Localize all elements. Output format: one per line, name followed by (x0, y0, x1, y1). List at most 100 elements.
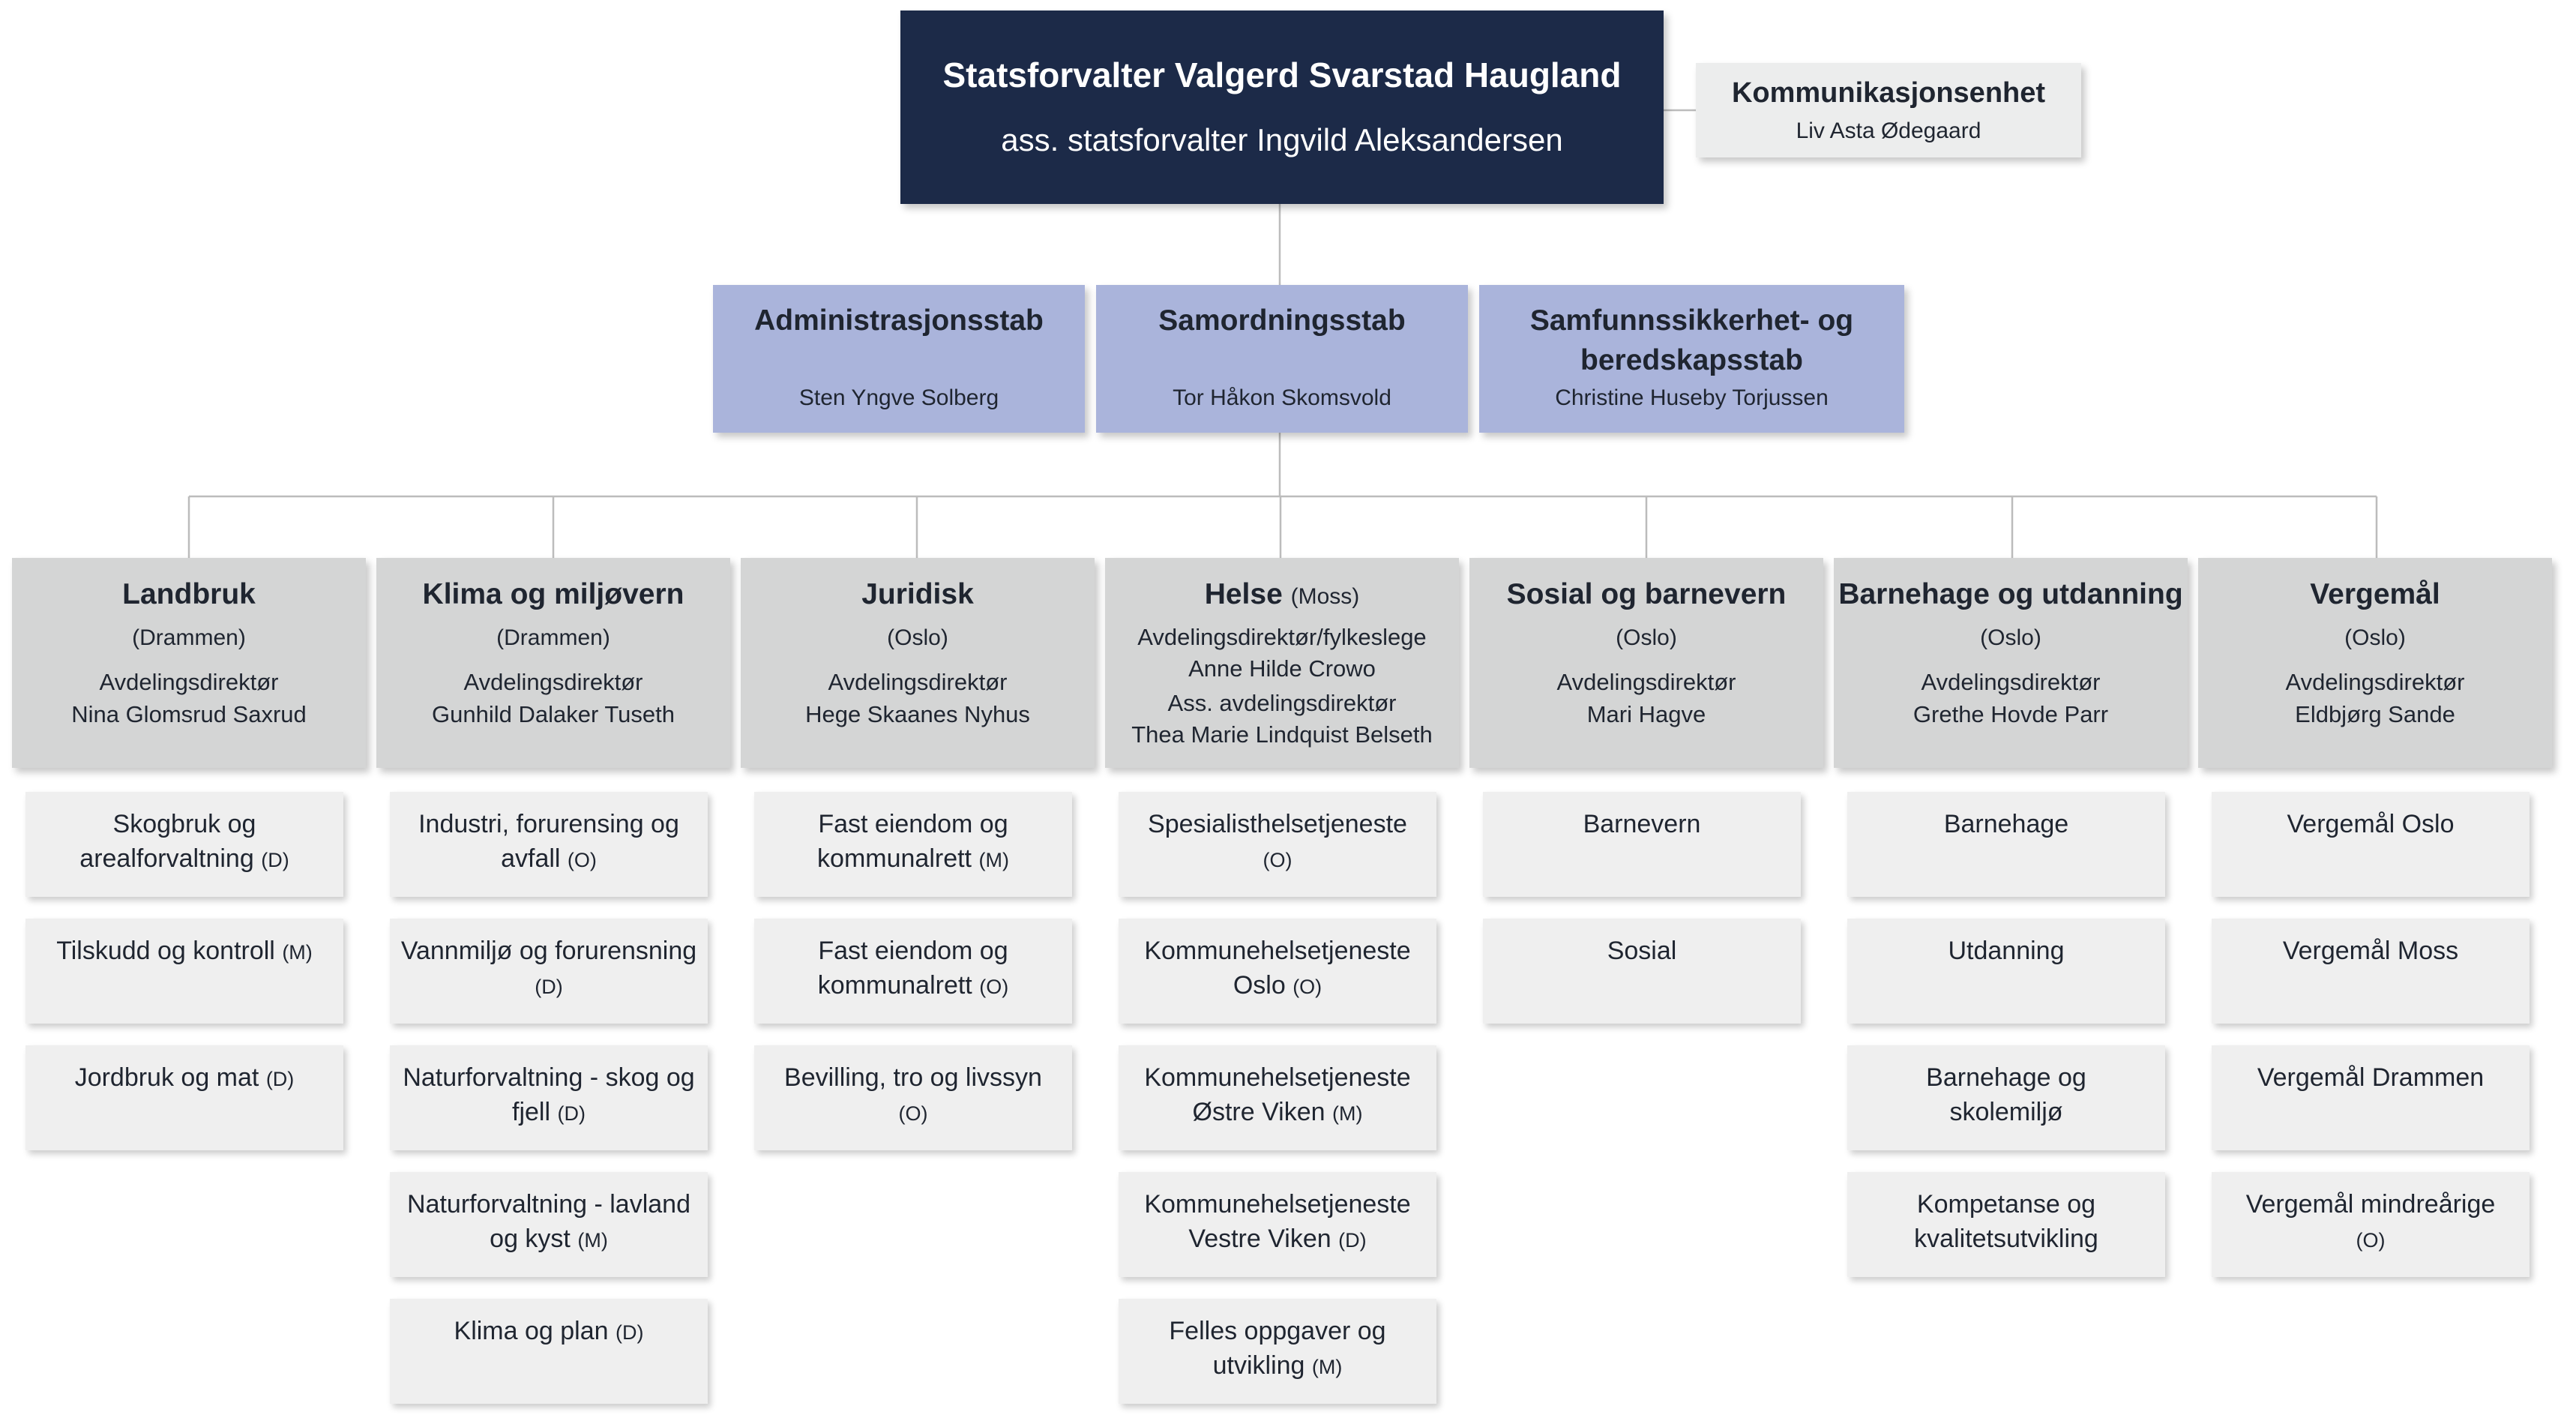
unit-location-code: (M) (1311, 1356, 1343, 1379)
department-director-name: Nina Glomsrud Saxrud (71, 701, 307, 728)
unit-name: Felles oppgaver og utvikling (1169, 1317, 1386, 1381)
unit-location-code: (O) (1263, 849, 1292, 872)
department-title: Landbruk (122, 578, 256, 610)
department-title: Vergemål (2310, 578, 2440, 610)
unit-name: Naturforvaltning - lavland og kyst (407, 1190, 690, 1254)
unit-box: Vergemål Drammen (2212, 1045, 2530, 1150)
unit-box: Fast eiendom og kommunalrett (O) (754, 919, 1072, 1024)
unit-name: Vergemål Moss (2282, 937, 2459, 965)
unit-box: Barnevern (1483, 792, 1801, 897)
unit-location-code: (D) (1338, 1229, 1367, 1252)
staff-name: Sten Yngve Solberg (798, 385, 999, 410)
unit-name: Jordbruk og mat (74, 1063, 259, 1092)
department-box-vergemal: Vergemål (Oslo) Avdelingsdirektør Eldbjø… (2198, 558, 2552, 768)
staff-title: Samordningsstab (1158, 304, 1406, 337)
unit-name: Industri, forurensing og avfall (418, 810, 679, 874)
staff-name: Tor Håkon Skomsvold (1173, 385, 1391, 410)
unit-box: Vergemål Moss (2212, 919, 2530, 1024)
department-assistant-name: Thea Marie Lindquist Belseth (1131, 721, 1433, 748)
unit-name: Vergemål mindreårige (2245, 1190, 2496, 1219)
unit-location-code: (D) (261, 849, 289, 872)
unit-name: Fast eiendom og kommunalrett (817, 810, 1008, 874)
unit-box: Industri, forurensing og avfall (O) (390, 792, 708, 897)
unit-location-code: (M) (577, 1229, 608, 1252)
staff-title: Samfunnssikkerhet- og beredskapsstab (1529, 304, 1854, 376)
unit-name: Klima og plan (454, 1317, 609, 1345)
unit-box: Utdanning (1847, 919, 2165, 1024)
unit-location-code: (O) (979, 976, 1009, 999)
staff-title: Administrasjonsstab (754, 304, 1044, 337)
department-title: Sosial og barnevern (1506, 578, 1787, 610)
unit-box: Fast eiendom og kommunalrett (M) (754, 792, 1072, 897)
unit-name: Vergemål Oslo (2287, 810, 2455, 838)
unit-box: Jordbruk og mat (D) (25, 1045, 343, 1150)
staff-name: Christine Huseby Torjussen (1555, 385, 1829, 410)
department-director-role: Avdelingsdirektør/fylkeslege (1137, 623, 1427, 650)
department-director-name: Mari Hagve (1586, 701, 1706, 728)
unit-box: Vergemål mindreårige (O) (2212, 1172, 2530, 1277)
staff-box-administration: Administrasjonsstab Sten Yngve Solberg (713, 285, 1085, 433)
unit-box: Skogbruk og arealforvaltning (D) (25, 792, 343, 897)
unit-box: Sosial (1483, 919, 1801, 1024)
department-box-sosial: Sosial og barnevern (Oslo) Avdelingsdire… (1469, 558, 1823, 768)
unit-location-code: (D) (535, 976, 563, 999)
unit-location-code: (O) (567, 849, 597, 872)
communication-unit-box: Kommunikasjonsenhet Liv Asta Ødegaard (1696, 63, 2081, 157)
unit-box: Felles oppgaver og utvikling (M) (1119, 1299, 1436, 1404)
department-director-role: Avdelingsdirektør (99, 668, 279, 695)
department-director-role: Avdelingsdirektør (1921, 668, 2101, 695)
unit-name: Barnehage (1943, 810, 2069, 838)
unit-box: Bevilling, tro og livssyn (O) (754, 1045, 1072, 1150)
unit-name: Kommunehelsetjeneste Østre Viken (1144, 1063, 1411, 1127)
department-director-name: Eldbjørg Sande (2295, 701, 2455, 728)
department-director-name: Grethe Hovde Parr (1913, 701, 2109, 728)
communication-unit-title: Kommunikasjonsenhet (1731, 77, 2046, 109)
department-assistant-role: Ass. avdelingsdirektør (1167, 690, 1397, 716)
department-location: (Oslo) (2344, 625, 2406, 650)
staff-box-coordination: Samordningsstab Tor Håkon Skomsvold (1096, 285, 1468, 433)
unit-name: Tilskudd og kontroll (56, 937, 275, 965)
department-director-role: Avdelingsdirektør (2285, 668, 2465, 695)
department-box-landbruk: Landbruk (Drammen) Avdelingsdirektør Nin… (12, 558, 366, 768)
unit-name: Sosial (1607, 937, 1677, 965)
unit-box: Kommunehelsetjeneste Vestre Viken (D) (1119, 1172, 1436, 1277)
department-location: (Oslo) (887, 625, 948, 650)
department-box-klima: Klima og miljøvern (Drammen) Avdelingsdi… (376, 558, 730, 768)
top-leader-subtitle: ass. statsforvalter Ingvild Aleksanderse… (1001, 122, 1563, 158)
department-location: (Drammen) (496, 625, 610, 650)
unit-box: Barnehage (1847, 792, 2165, 897)
department-title: Barnehage og utdanning (1838, 578, 2183, 610)
department-title: Helse (1204, 578, 1283, 610)
department-director-role: Avdelingsdirektør (828, 668, 1008, 695)
department-box-helse: Helse (Moss) Avdelingsdirektør/fylkesleg… (1105, 558, 1459, 768)
department-title: Klima og miljøvern (422, 578, 684, 610)
unit-location-code: (O) (898, 1102, 928, 1126)
unit-name: Barnehage og skolemiljø (1926, 1063, 2086, 1127)
unit-location-code: (O) (2356, 1229, 2386, 1252)
unit-name: Kommunehelsetjeneste Vestre Viken (1144, 1190, 1411, 1254)
department-director-role: Avdelingsdirektør (1556, 668, 1736, 695)
unit-box: Kompetanse og kvalitetsutvikling (1847, 1172, 2165, 1277)
department-director-role: Avdelingsdirektør (463, 668, 643, 695)
unit-name: Fast eiendom og kommunalrett (817, 937, 1008, 1000)
unit-name: Kommunehelsetjeneste Oslo (1144, 937, 1411, 1000)
communication-unit-name: Liv Asta Ødegaard (1796, 118, 1981, 143)
department-director-name: Gunhild Dalaker Tuseth (432, 701, 675, 728)
unit-location-code: (O) (1292, 976, 1322, 999)
unit-location-code: (D) (557, 1102, 586, 1126)
unit-location-code: (D) (265, 1068, 295, 1090)
unit-name: Kompetanse og kvalitetsutvikling (1914, 1190, 2098, 1254)
unit-location-code: (M) (282, 941, 313, 964)
department-location: (Oslo) (1980, 625, 2041, 650)
department-location: (Oslo) (1616, 625, 1677, 650)
unit-box: Kommunehelsetjeneste Østre Viken (M) (1119, 1045, 1436, 1150)
staff-box-security: Samfunnssikkerhet- og beredskapsstab Chr… (1479, 285, 1904, 433)
unit-box: Spesialisthelsetjeneste (O) (1119, 792, 1436, 897)
unit-name: Bevilling, tro og livssyn (784, 1063, 1042, 1092)
top-leader-box: Statsforvalter Valgerd Svarstad Haugland… (900, 10, 1664, 204)
unit-name: Vannmiljø og forurensning (400, 937, 697, 965)
unit-box: Vergemål Oslo (2212, 792, 2530, 897)
department-title-row: Helse (Moss) (1205, 576, 1360, 614)
unit-name: Spesialisthelsetjeneste (1148, 810, 1407, 838)
unit-box: Klima og plan (D) (390, 1299, 708, 1404)
